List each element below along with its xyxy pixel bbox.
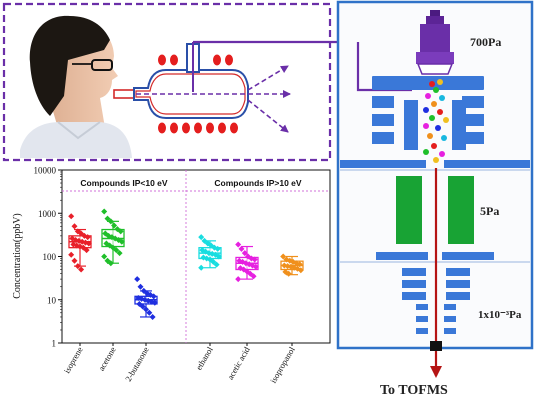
data-point [198, 234, 205, 241]
x-tick-label: acetone [96, 345, 118, 373]
person-illustration [20, 15, 132, 158]
data-point [238, 245, 245, 252]
pressure-label-source: 700Pa [470, 35, 501, 49]
instrument-panel: 700Pa 5Pa 1x10⁻³Pa [336, 0, 534, 378]
series-ethanol [198, 234, 222, 271]
data-point [71, 257, 78, 264]
sampling-panel [2, 2, 359, 162]
data-point [215, 253, 222, 260]
data-point [84, 234, 91, 241]
y-tick-label: 1000 [38, 209, 57, 219]
data-point [68, 251, 75, 258]
x-tick-label: isopropanol [268, 344, 297, 384]
data-point [71, 223, 78, 230]
pressure-label-guide: 5Pa [480, 204, 499, 218]
skimmer-plate [340, 160, 530, 168]
data-point [134, 276, 141, 283]
data-point [118, 238, 125, 245]
series-acetone [101, 208, 125, 267]
uv-lamp [416, 10, 454, 75]
y-axis-label: Concentration(ppbV) [12, 213, 23, 299]
data-point [101, 208, 108, 215]
exit-plate [376, 252, 494, 260]
series-2-butanone [134, 276, 158, 320]
series-isoprene [68, 213, 92, 273]
data-point [107, 260, 114, 267]
data-point [107, 218, 114, 225]
data-point [143, 306, 149, 313]
x-tick-label: 2-butanone [123, 345, 151, 383]
data-point [214, 245, 221, 252]
breath-sampler [113, 42, 291, 134]
data-point [74, 263, 81, 270]
orifice [430, 341, 442, 351]
data-point [280, 253, 287, 260]
data-point [146, 309, 153, 316]
y-axis-ticks: 1 10 100 1000 10000 [34, 166, 62, 349]
data-point [111, 222, 118, 229]
data-point [85, 240, 92, 247]
x-tick-label: isoprene [62, 345, 85, 375]
data-point [251, 256, 258, 263]
data-point [198, 264, 205, 271]
data-point [83, 247, 90, 254]
data-point [151, 299, 158, 306]
output-label: To TOFMS [380, 383, 448, 398]
ionization-molecules [423, 79, 449, 163]
data-point [139, 303, 146, 310]
data-point [235, 241, 242, 248]
data-point [297, 267, 304, 274]
data-point [252, 263, 259, 270]
group-label-low-ip: Compounds IP<10 eV [80, 178, 167, 188]
ion-guide [396, 176, 474, 244]
y-tick-label: 100 [43, 252, 57, 262]
box-series [68, 208, 304, 320]
data-point [117, 228, 124, 235]
y-tick-label: 10000 [34, 166, 57, 176]
y-tick-label: 10 [47, 295, 57, 305]
data-point [285, 270, 292, 277]
data-point [113, 247, 120, 254]
heater-dots-bottom [158, 122, 238, 134]
data-point [241, 250, 248, 257]
x-tick-label: ethanol [194, 344, 215, 371]
data-point [235, 276, 242, 283]
data-point [78, 266, 85, 273]
flow-arrow-up [247, 65, 289, 91]
data-point [213, 261, 220, 268]
data-point [101, 253, 108, 260]
series-acetic-acid [235, 241, 259, 283]
data-point [250, 273, 257, 280]
data-point [68, 213, 75, 220]
x-tick-label: acetic acid [225, 344, 252, 381]
sampling-panel-border [2, 2, 332, 162]
data-point [149, 313, 156, 320]
pressure-label-tof: 1x10⁻³Pa [478, 309, 522, 321]
ion-optics [402, 268, 470, 334]
group-label-high-ip: Compounds IP>10 eV [214, 178, 301, 188]
flow-arrow-down [247, 99, 289, 133]
data-point [116, 250, 123, 257]
ion-source-electrodes [372, 76, 484, 150]
data-point [212, 251, 219, 258]
data-point [296, 261, 303, 268]
data-point [150, 293, 157, 300]
data-point [137, 283, 144, 290]
concentration-chart: Compounds IP<10 eV Compounds IP>10 eV 11… [12, 166, 331, 385]
y-tick-label: 1 [52, 339, 57, 349]
series-isopropanol [280, 253, 304, 277]
heater-dots-top [158, 54, 233, 66]
